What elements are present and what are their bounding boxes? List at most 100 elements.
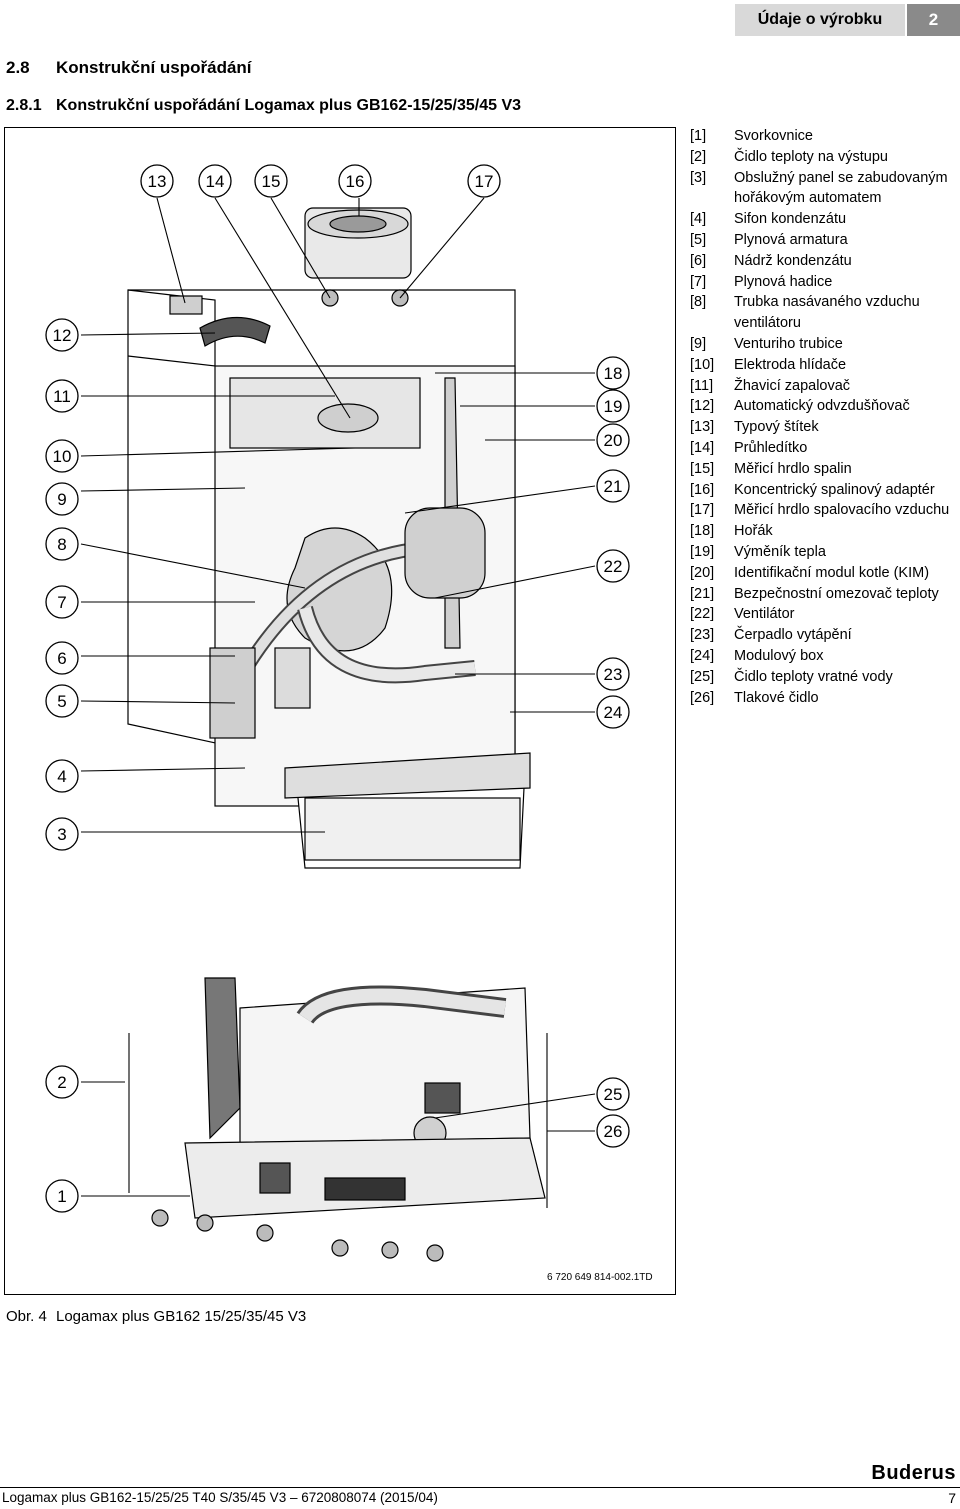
legend-row: [17] Měřicí hrdlo spalovacího vzduchu xyxy=(690,500,949,521)
legend-text: Venturiho trubice xyxy=(734,335,843,352)
callout-26: 26 xyxy=(604,1122,623,1141)
legend-row: hořákovým automatem xyxy=(690,188,949,209)
legend-row: [24] Modulový box xyxy=(690,646,949,667)
footer-doc-line: Logamax plus GB162-15/25/25 T40 S/35/45 … xyxy=(2,1490,438,1505)
brand-logo: Buderus xyxy=(871,1462,956,1484)
subsection-heading: 2.8.1 Konstrukční uspořádání Logamax plus… xyxy=(6,97,521,115)
legend-text: Sifon kondenzátu xyxy=(734,211,847,228)
legend-text: Hořák xyxy=(734,523,773,540)
leader-lines xyxy=(80,197,596,1208)
legend-key xyxy=(690,188,734,209)
legend-row: [9]Venturiho trubice xyxy=(690,334,949,355)
legend-text: Ventilátor xyxy=(734,606,795,623)
subsection-heading-number: 2.8.1 xyxy=(6,97,42,114)
legend-text: Výměník tepla xyxy=(734,543,826,560)
legend-row: [14] Průhledítko xyxy=(690,438,949,459)
legend-row: [10]Elektroda hlídače xyxy=(690,355,949,376)
legend-row: [16]Koncentrický spalinový adaptér xyxy=(690,480,949,501)
legend-key: [4] xyxy=(690,211,707,228)
callout-12: 12 xyxy=(53,326,72,345)
legend-row: [21] Bezpečnostní omezovač teploty xyxy=(690,584,949,605)
callout-6: 6 xyxy=(57,649,66,668)
legend-key: [2] xyxy=(690,148,707,165)
callout-11: 11 xyxy=(53,387,71,406)
legend-row: [18] Hořák xyxy=(690,521,949,542)
header-section-title: Údaje o výrobku xyxy=(735,4,905,36)
legend-text: Čidlo teploty vratné vody xyxy=(734,668,893,685)
legend-key: [24] xyxy=(690,647,715,664)
legend-text: Měřicí hrdlo spalin xyxy=(734,460,852,477)
callout-4: 4 xyxy=(57,767,66,786)
legend-row: [6]Nádrž kondenzátu xyxy=(690,251,949,272)
caption-label: Obr. 4 xyxy=(6,1308,47,1325)
component-legend: [1]Svorkovnice[2] Čidlo teploty na výstup… xyxy=(690,126,949,708)
callout-numbers: 13 14 15 16 17 12 11 10 9 8 7 6 5 4 3 18… xyxy=(53,172,623,1206)
figure-boiler-layout: 13 14 15 16 17 12 11 10 9 8 7 6 5 4 3 18… xyxy=(4,127,676,1295)
legend-text: Měřicí hrdlo spalovacího vzduchu xyxy=(734,502,950,519)
callout-20: 20 xyxy=(604,431,623,450)
legend-text: Bezpečnostní omezovač teploty xyxy=(734,585,939,602)
legend-row: [26]Tlakové čidlo xyxy=(690,688,949,709)
legend-key: [14] xyxy=(690,439,715,456)
legend-key: [18] xyxy=(690,523,715,540)
legend-row: [13]Typový štítek xyxy=(690,417,949,438)
callout-24: 24 xyxy=(604,703,623,722)
callout-18: 18 xyxy=(604,364,623,383)
callout-17: 17 xyxy=(475,172,494,191)
legend-text: ventilátoru xyxy=(734,315,801,332)
boiler-drawing: 13 14 15 16 17 12 11 10 9 8 7 6 5 4 3 18… xyxy=(45,164,653,1283)
legend-text: hořákovým automatem xyxy=(734,190,882,207)
callout-1: 1 xyxy=(57,1187,66,1206)
drawing-code: 6 720 649 814-002.1TD xyxy=(547,1272,653,1283)
legend-row: [23]Čerpadlo vytápění xyxy=(690,625,949,646)
legend-row: [5]Plynová armatura xyxy=(690,230,949,251)
legend-key: [25] xyxy=(690,668,715,685)
legend-text: Svorkovnice xyxy=(734,128,813,144)
legend-key: [10] xyxy=(690,356,715,373)
page-header: Údaje o výrobku 2 xyxy=(0,0,960,36)
page-number: 7 xyxy=(948,1490,956,1506)
legend-key: [12] xyxy=(690,398,715,415)
legend-key: [3] xyxy=(690,169,707,186)
legend-row: [7]Plynová hadice xyxy=(690,272,949,293)
callout-5: 5 xyxy=(57,692,66,711)
legend-text: Automatický odvzdušňovač xyxy=(734,398,910,415)
legend-key: [16] xyxy=(690,481,715,498)
callout-13: 13 xyxy=(148,172,167,191)
callout-7: 7 xyxy=(57,593,66,612)
legend-row: [1]Svorkovnice xyxy=(690,126,949,147)
callout-23: 23 xyxy=(604,665,623,684)
callout-8: 8 xyxy=(57,535,66,554)
subsection-heading-text: Konstrukční uspořádání Logamax plus GB16… xyxy=(56,97,522,114)
legend-key: [17] xyxy=(690,502,715,519)
legend-key: [21] xyxy=(690,585,715,602)
header-chapter-number: 2 xyxy=(907,4,960,36)
callout-circles xyxy=(45,164,630,1213)
legend-row: [11]Žhavicí zapalovač xyxy=(690,376,949,397)
footer-divider xyxy=(0,1487,960,1488)
legend-row: [4] Sifon kondenzátu xyxy=(690,209,949,230)
legend-text: Obslužný panel se zabudovaným xyxy=(734,169,948,186)
legend-row: [2] Čidlo teploty na výstupu xyxy=(690,147,949,168)
legend-key: [20] xyxy=(690,564,715,581)
section-heading-number: 2.8 xyxy=(6,58,30,77)
legend-text: Tlakové čidlo xyxy=(734,689,819,706)
legend-row: [22]Ventilátor xyxy=(690,604,949,625)
legend-text: Čidlo teploty na výstupu xyxy=(734,148,888,165)
legend-key: [7] xyxy=(690,273,707,290)
legend-text: Modulový box xyxy=(734,647,824,664)
legend-text: Nádrž kondenzátu xyxy=(734,252,852,269)
legend-text: Typový štítek xyxy=(734,419,819,436)
legend-row: [3] Obslužný panel se zabudovaným xyxy=(690,168,949,189)
legend-key: [15] xyxy=(690,460,715,477)
legend-row: [15] Měřicí hrdlo spalin xyxy=(690,459,949,480)
legend-key: [5] xyxy=(690,231,707,248)
callout-2: 2 xyxy=(57,1073,66,1092)
legend-row: [8]Trubka nasávaného vzduchu xyxy=(690,292,949,313)
legend-text: Průhledítko xyxy=(734,439,808,456)
legend-row: [25] Čidlo teploty vratné vody xyxy=(690,667,949,688)
callout-16: 16 xyxy=(346,172,365,191)
legend-row: [12] Automatický odvzdušňovač xyxy=(690,396,949,417)
